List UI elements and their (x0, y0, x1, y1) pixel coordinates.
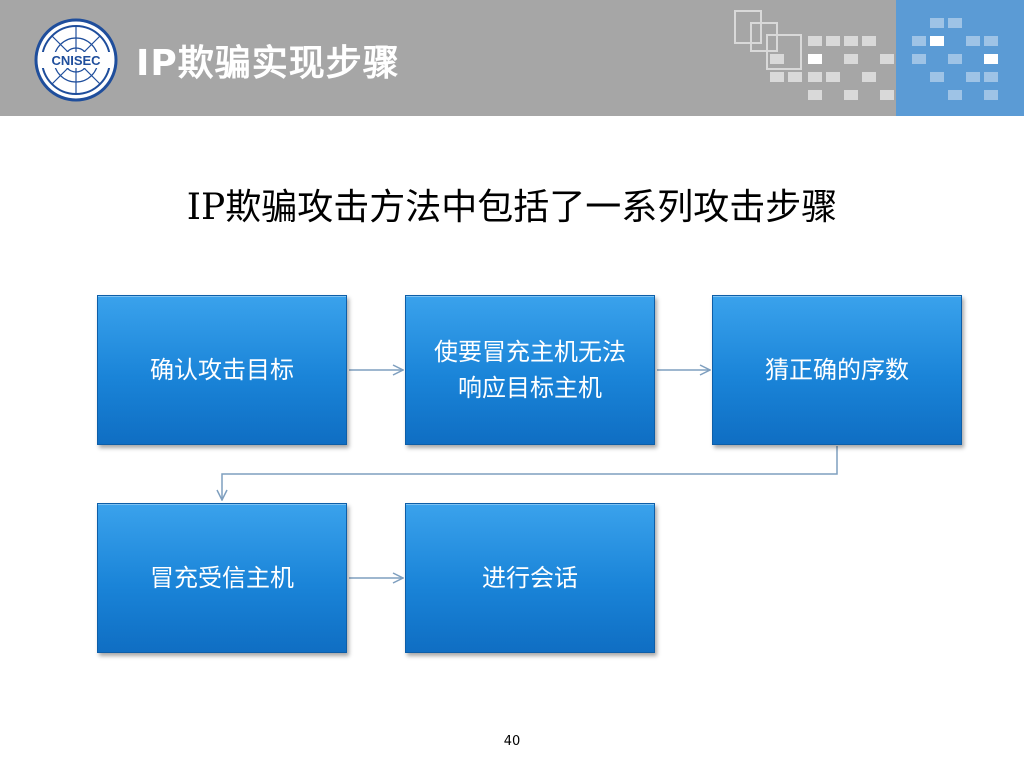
step-box-2: 使要冒充主机无法响应目标主机 (405, 295, 655, 445)
slide-title: IP欺骗实现步骤 (136, 43, 400, 84)
step-box-4: 冒充受信主机 (97, 503, 347, 653)
slide-subtitle: IP欺骗攻击方法中包括了一系列攻击步骤 (186, 187, 838, 228)
step-label: 冒充受信主机 (150, 564, 294, 592)
connector-step3-step4 (222, 446, 838, 500)
step-box-1: 确认攻击目标 (97, 295, 347, 445)
step-label: 使要冒充主机无法响应目标主机 (434, 338, 626, 402)
step-box-3: 猜正确的序数 (712, 295, 962, 445)
step-box-5: 进行会话 (405, 503, 655, 653)
slide-header: CNISEC IP欺骗实现步骤 (0, 0, 1024, 116)
step-label: 进行会话 (482, 564, 578, 592)
page-number: 40 (503, 734, 521, 749)
logo-text: CNISEC (51, 53, 101, 68)
cnisec-logo: CNISEC (34, 18, 118, 102)
header-decoration (730, 8, 1020, 108)
step-label: 猜正确的序数 (765, 356, 909, 384)
step-label: 确认攻击目标 (150, 356, 294, 384)
